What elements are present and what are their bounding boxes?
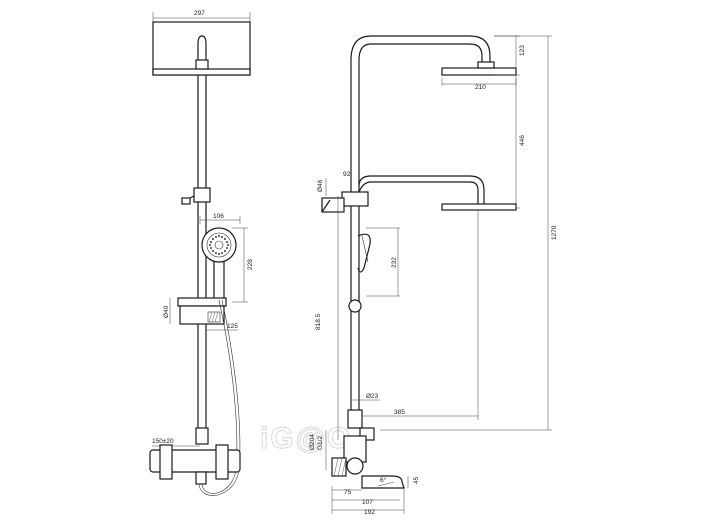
dim-dia-46: Ø46 [317, 179, 324, 192]
top-shower-head [441, 67, 517, 76]
mixer-side-wall [331, 457, 347, 477]
riser-slider [193, 187, 211, 203]
dim-g12: G1/2 [317, 436, 324, 450]
shower-arm-connector [197, 35, 207, 69]
dim-123: 123 [519, 45, 526, 56]
shower-head-plate [152, 68, 251, 76]
dim-150: 150±20 [152, 438, 174, 445]
hand-shower-side [357, 233, 371, 273]
mixer-side-dial [346, 457, 364, 475]
mixer-bottom-outlet [195, 471, 207, 485]
dim-385: 385 [394, 409, 405, 416]
dim-dia-23: Ø23 [366, 393, 379, 400]
wall-bracket [341, 191, 369, 207]
holder-body [179, 305, 225, 325]
dim-297: 297 [194, 10, 205, 17]
dim-446: 446 [519, 135, 526, 146]
dim-232: 232 [391, 257, 398, 268]
holder-bracket [177, 297, 227, 307]
mixer-side-top [347, 409, 363, 429]
dim-92: 92 [343, 171, 351, 178]
dim-210: 210 [475, 84, 486, 91]
arm-nut [195, 59, 209, 70]
dim-818: 818.5 [315, 313, 322, 330]
dim-228: 228 [247, 259, 254, 270]
dim-106: 106 [213, 213, 224, 220]
dim-204: Ø204 [309, 434, 316, 450]
dim-45: 45 [413, 476, 420, 484]
lower-shower-head [441, 203, 517, 211]
riser-knob [348, 299, 362, 313]
dim-125: 125 [227, 323, 238, 330]
mixer-outlet [195, 427, 209, 445]
hand-shower-front: 106 228 [199, 213, 254, 303]
dim-75: 75 [344, 489, 352, 496]
dim-192: 192 [364, 509, 375, 516]
watermark-text: iG@O [260, 422, 352, 455]
dim-107: 107 [362, 499, 373, 506]
wall-bracket-base [321, 197, 345, 213]
dim-angle-6: 6° [380, 476, 387, 484]
side-view: 123 210 446 1270 92 Ø46 2 [309, 35, 558, 516]
spout-side [361, 475, 405, 489]
mixer-right-handle [215, 444, 229, 480]
slider-knob [181, 197, 191, 205]
dim-1270: 1270 [551, 225, 558, 240]
dim-dia-40: Ø40 [163, 305, 170, 318]
front-view: 297 106 [149, 10, 254, 496]
mixer-left-handle [159, 444, 173, 480]
